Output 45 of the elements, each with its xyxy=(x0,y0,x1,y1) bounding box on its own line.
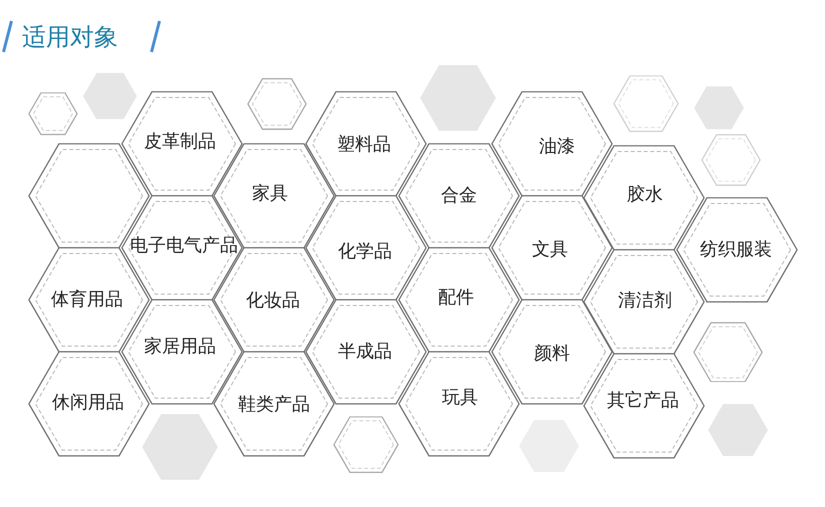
hexagon-tile xyxy=(121,91,243,197)
category-label: 文具 xyxy=(532,238,568,261)
category-label: 玩具 xyxy=(442,386,478,409)
hollow-hexagon xyxy=(613,75,679,133)
category-label: 合金 xyxy=(441,184,477,207)
hollow-hexagon xyxy=(333,416,399,474)
hexagon-tile xyxy=(583,353,705,459)
hexagon-tile xyxy=(398,247,520,353)
category-label: 体育用品 xyxy=(51,288,123,311)
hexagon-tile xyxy=(491,195,613,301)
category-label: 化妆品 xyxy=(246,290,300,312)
hexagon-tile xyxy=(676,197,798,303)
hexagon-tile xyxy=(491,91,613,197)
category-label: 皮革制品 xyxy=(144,130,216,153)
filled-hexagon xyxy=(420,65,496,131)
hollow-hexagon xyxy=(28,92,78,136)
category-label: 其它产品 xyxy=(607,390,679,412)
filled-hexagon xyxy=(694,86,744,130)
category-label: 油漆 xyxy=(539,136,575,158)
hexagon-tile xyxy=(398,143,520,249)
category-label: 化学品 xyxy=(338,240,392,263)
category-label: 配件 xyxy=(438,286,474,309)
hexagon-tile xyxy=(305,195,427,301)
category-label: 颜料 xyxy=(534,342,570,365)
hollow-hexagon xyxy=(247,78,307,130)
hollow-hexagon xyxy=(701,134,761,186)
category-label: 鞋类产品 xyxy=(238,394,310,416)
category-label: 纺织服装 xyxy=(700,238,772,261)
category-label: 家具 xyxy=(252,182,288,205)
category-label: 塑料品 xyxy=(337,134,391,156)
hexagon-tile xyxy=(305,91,427,197)
hexagon-tile xyxy=(213,351,335,457)
category-label: 家居用品 xyxy=(144,336,216,358)
category-label: 电子电气产品 xyxy=(130,234,238,257)
filled-hexagon xyxy=(142,414,218,480)
filled-hexagon xyxy=(708,404,768,456)
title: 适用对象 xyxy=(22,23,118,51)
category-label: 半成品 xyxy=(338,340,392,363)
hexagon-tile xyxy=(398,351,520,457)
filled-hexagon xyxy=(83,72,137,120)
hexagon-tile xyxy=(121,195,243,301)
category-label: 胶水 xyxy=(627,184,663,206)
category-label: 清洁剂 xyxy=(618,290,672,312)
category-label: 休闲用品 xyxy=(52,392,124,414)
hollow-hexagon xyxy=(693,322,763,382)
